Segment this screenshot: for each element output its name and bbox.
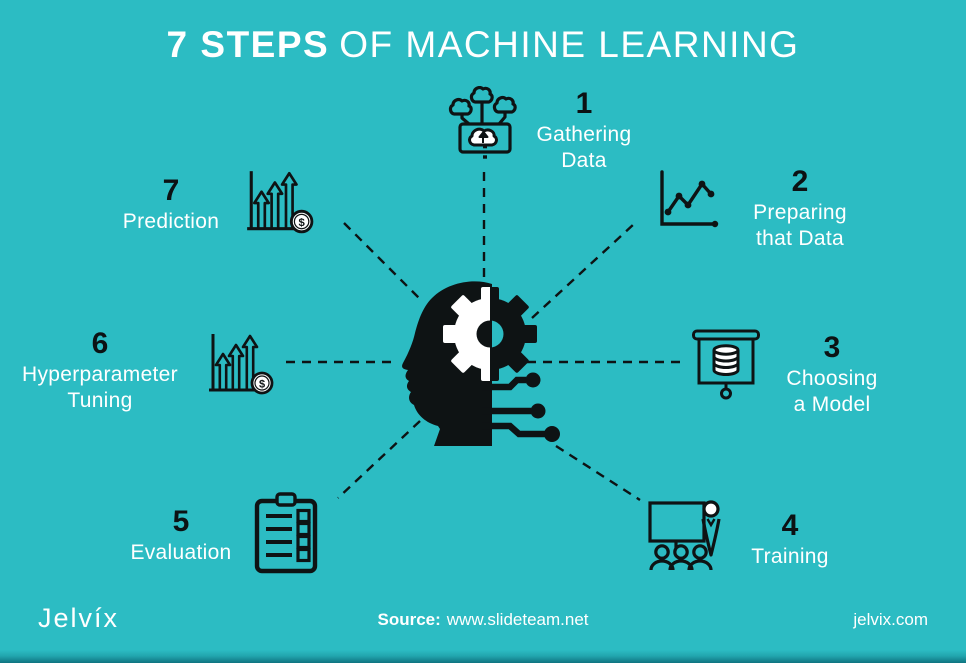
step-2-number: 2 [791, 165, 809, 198]
source-label: Source: [377, 610, 441, 629]
step-2-label-line2: that Data [756, 227, 844, 250]
bar-chart-money-icon: $ [204, 330, 276, 398]
website-url: jelvix.com [853, 610, 928, 629]
page-title-rest: OF MACHINE LEARNING [339, 24, 800, 65]
jelvix-logo: Jelvíx [38, 603, 120, 633]
step-1: 1 Gathering Data [524, 86, 644, 174]
step-3-number: 3 [823, 331, 841, 364]
bottom-strip [0, 650, 966, 663]
step-1-number: 1 [575, 87, 593, 120]
step-7-label-line1: Prediction [122, 210, 220, 233]
step-2: 2 Preparing that Data [735, 164, 865, 252]
step-6-label-line2: Tuning [67, 389, 133, 412]
step-3: 3 Choosing a Model [768, 330, 896, 418]
step-7: 7 Prediction [101, 173, 241, 235]
source-line: Source: www.slideteam.net [0, 610, 966, 630]
step-6: 6 Hyperparameter Tuning [14, 326, 186, 414]
step-3-label-line2: a Model [793, 393, 871, 416]
step-4: 4 Training [730, 508, 850, 570]
step-7-number: 7 [162, 174, 180, 207]
step-5-label-line1: Evaluation [130, 541, 232, 564]
step-6-number: 6 [91, 327, 109, 360]
step-4-label-line1: Training [751, 545, 829, 568]
bar-chart-money-icon: $ [242, 167, 316, 237]
dollar-symbol: $ [259, 379, 265, 391]
step-5-number: 5 [172, 505, 190, 538]
step-2-label-line1: Preparing [753, 201, 847, 224]
page-title-emphasis: 7 STEPS [166, 24, 330, 65]
source-url: www.slideteam.net [446, 610, 589, 629]
step-1-label-line1: Gathering [536, 123, 632, 146]
head-gear-circuit-icon [382, 276, 588, 459]
dollar-symbol: $ [298, 217, 305, 229]
step-1-label-line2: Data [561, 149, 607, 172]
trainer-audience-icon [648, 498, 728, 572]
checklist-clipboard-icon [254, 492, 318, 574]
cloud-upload-laptop-icon [448, 86, 522, 164]
step-5: 5 Evaluation [121, 504, 241, 566]
step-3-label-line1: Choosing [786, 367, 878, 390]
presentation-database-icon [692, 328, 760, 402]
step-6-label-line1: Hyperparameter [22, 363, 178, 386]
line-chart-icon [650, 166, 724, 236]
step-4-number: 4 [781, 509, 799, 542]
